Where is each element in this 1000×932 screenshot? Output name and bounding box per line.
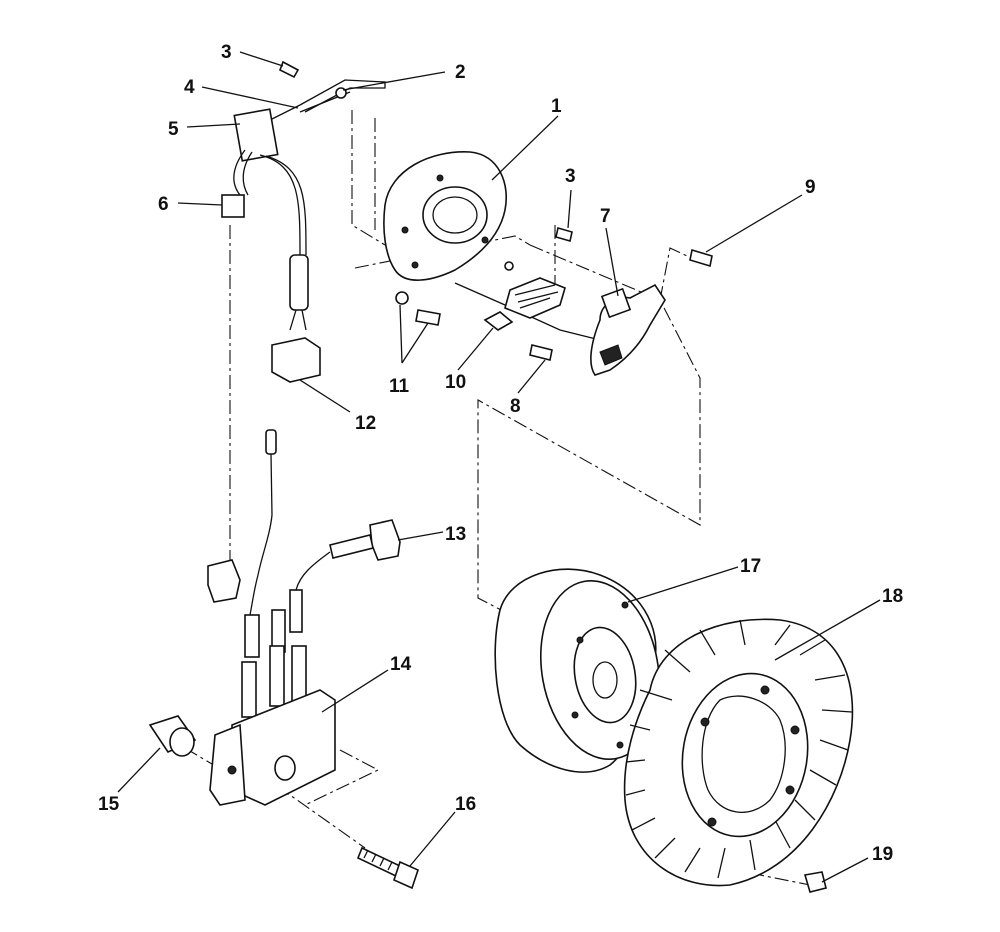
rectifier-12 <box>271 337 321 383</box>
callout-2: 2 <box>455 62 466 83</box>
leader-lines <box>117 51 881 883</box>
callout-19: 19 <box>872 844 893 865</box>
stator-plate <box>383 151 507 281</box>
callout-13: 13 <box>445 524 466 545</box>
callout-8: 8 <box>510 396 521 417</box>
callout-6: 6 <box>158 194 169 215</box>
callout-17: 17 <box>740 556 761 577</box>
spark-plug-cap <box>207 429 401 658</box>
callout-7: 7 <box>600 206 611 227</box>
callout-18: 18 <box>882 586 903 607</box>
callout-10: 10 <box>445 372 466 393</box>
wire-wrap <box>289 254 309 311</box>
wire-harness <box>221 60 386 383</box>
screw-19 <box>803 871 827 893</box>
callout-4: 4 <box>184 77 195 98</box>
cooling-fan <box>623 618 854 887</box>
callout-11: 11 <box>389 376 410 397</box>
screw-3-top <box>278 60 300 79</box>
callout-3-right: 3 <box>565 166 576 187</box>
callout-labels: 1 2 3 3 4 5 6 7 8 9 10 11 12 13 14 15 16… <box>98 42 903 865</box>
screws <box>395 226 713 361</box>
stator-coil <box>454 277 666 376</box>
callout-5: 5 <box>168 119 179 140</box>
connector-6 <box>221 194 245 218</box>
bolt-16 <box>356 846 419 890</box>
spacer-15 <box>148 715 197 757</box>
callout-1: 1 <box>551 96 562 117</box>
flywheel <box>494 568 661 773</box>
callout-9: 9 <box>805 177 816 198</box>
callout-3-top: 3 <box>221 42 232 63</box>
ignition-coil <box>209 645 336 806</box>
callout-12: 12 <box>355 413 376 434</box>
callout-14: 14 <box>390 654 412 675</box>
callout-16: 16 <box>455 794 476 815</box>
connector-block-5 <box>233 108 279 162</box>
callout-15: 15 <box>98 794 120 815</box>
